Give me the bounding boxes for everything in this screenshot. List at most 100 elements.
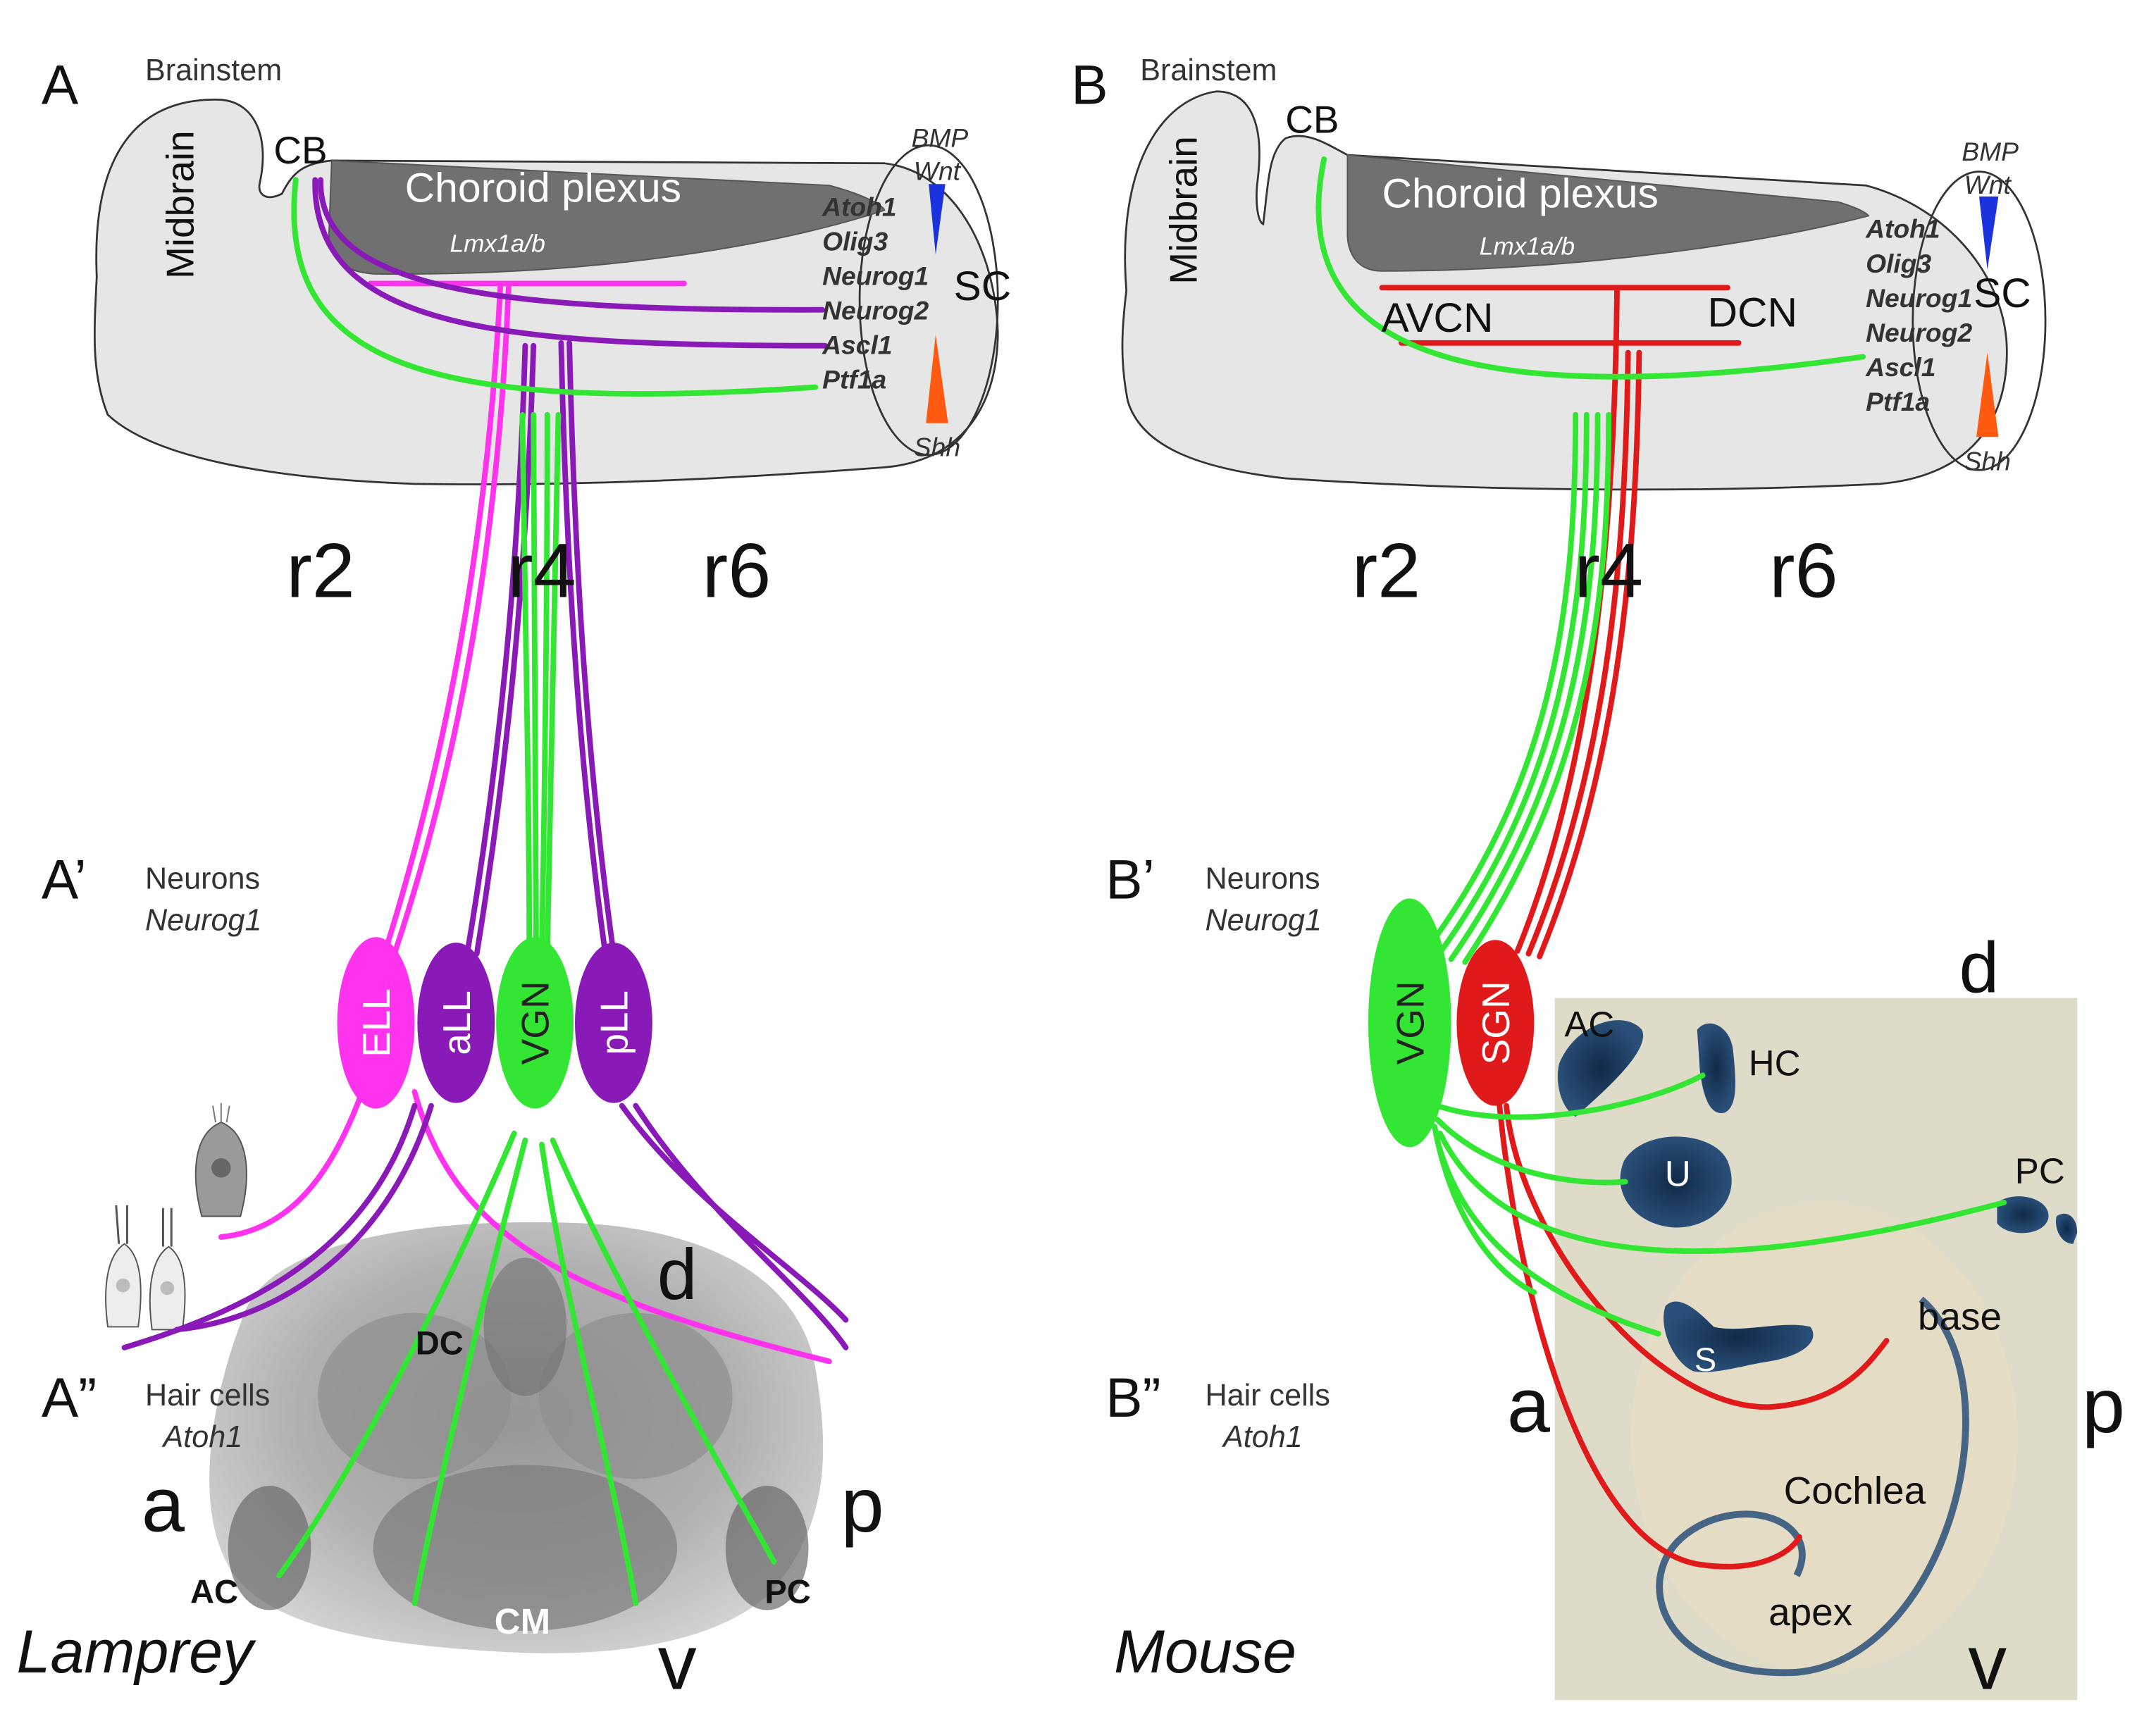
bmp-label-a: BMP xyxy=(911,123,968,152)
dcn-label: DCN xyxy=(1708,290,1797,335)
stain-pc2 xyxy=(2056,1213,2078,1244)
gene-olig3-a: Olig3 xyxy=(822,226,888,256)
midbrain-label-b: Midbrain xyxy=(1162,136,1206,285)
a-label-b: a xyxy=(1507,1363,1551,1449)
dc-label-a: DC xyxy=(416,1324,464,1362)
base-label-b: base xyxy=(1918,1294,2002,1338)
stain-hc xyxy=(1697,1023,1735,1114)
neurons-label-a: Neurons xyxy=(145,862,260,896)
ganglion-vgn-a xyxy=(496,937,574,1109)
ganglion-pll xyxy=(575,943,652,1103)
label-vgn-b: VGN xyxy=(1388,981,1432,1064)
ac-label-b: AC xyxy=(1564,1005,1614,1045)
a-label-a: a xyxy=(142,1463,185,1548)
hair-cells-bottom-a xyxy=(105,1205,186,1331)
lmx-label-a: Lmx1a/b xyxy=(450,230,545,257)
midbrain-label-a: Midbrain xyxy=(159,130,202,279)
panel-letter-bprime: B’ xyxy=(1105,848,1155,910)
brainstem-shape-b xyxy=(1121,90,2008,491)
ganglion-ell xyxy=(337,937,415,1109)
v-label-a: v xyxy=(658,1620,697,1706)
label-all: aLL xyxy=(435,990,478,1055)
r6-label-b: r6 xyxy=(1769,528,1838,614)
p-label-b: p xyxy=(2082,1363,2125,1449)
r4-label-b: r4 xyxy=(1574,528,1643,614)
gene-ptf1a-a: Ptf1a xyxy=(822,365,886,395)
gene-neurog1-a: Neurog1 xyxy=(822,261,929,290)
gene-ptf1a-b: Ptf1a xyxy=(1866,387,1930,416)
r2-label-a: r2 xyxy=(286,528,355,614)
bmp-gradient-a xyxy=(929,184,946,255)
hc-label-b: HC xyxy=(1749,1043,1801,1083)
r4-label-a: r4 xyxy=(507,528,576,614)
apex-label-b: apex xyxy=(1768,1590,1852,1634)
sc-oval-b xyxy=(1912,170,2047,471)
panel-letter-aprime: A’ xyxy=(42,848,87,910)
cm-label-a: CM xyxy=(495,1601,550,1641)
wnt-label-a: Wnt xyxy=(914,156,962,185)
d-label-a: d xyxy=(657,1234,698,1315)
neurog1-label-b: Neurog1 xyxy=(1205,903,1322,937)
label-sgn: SGN xyxy=(1474,981,1518,1064)
pc-label-a: PC xyxy=(764,1573,810,1610)
ganglion-all xyxy=(417,943,495,1103)
haircells-label-b: Hair cells xyxy=(1205,1379,1330,1412)
sc-label-a: SC xyxy=(953,263,1011,309)
gene-atoh1-a: Atoh1 xyxy=(822,192,897,221)
ganglion-sgn xyxy=(1456,940,1535,1106)
choroid-label-a: Choroid plexus xyxy=(405,166,681,211)
shh-label-b: Shh xyxy=(1964,446,2011,476)
avcn-label: AVCN xyxy=(1381,295,1493,341)
sc-label-b: SC xyxy=(1974,271,2031,316)
stain-u xyxy=(1620,1136,1732,1228)
r6-label-a: r6 xyxy=(702,528,772,614)
gene-olig3-b: Olig3 xyxy=(1866,249,1931,278)
u-label-b: U xyxy=(1665,1153,1691,1193)
magenta-nerves-a xyxy=(218,280,832,1365)
panel-letter-b: B xyxy=(1071,54,1108,116)
cb-label-b: CB xyxy=(1285,98,1339,142)
cb-label-a: CB xyxy=(273,128,327,172)
species-label-a: Lamprey xyxy=(17,1618,257,1686)
label-ell: ELL xyxy=(354,988,398,1057)
brainstem-label-a: Brainstem xyxy=(145,54,282,87)
v-label-b: v xyxy=(1968,1620,2007,1706)
panel-letter-adprime: A” xyxy=(42,1367,97,1429)
gene-neurog1-b: Neurog1 xyxy=(1866,283,1972,313)
wnt-label-b: Wnt xyxy=(1964,170,2012,199)
panel-letter-bdprime: B” xyxy=(1105,1367,1160,1429)
stain-ac xyxy=(1557,1020,1644,1117)
stain-s xyxy=(1664,1301,1814,1372)
purple-nerves-a xyxy=(121,177,849,1350)
green-nerves-a xyxy=(276,177,819,1606)
label-pll: pLL xyxy=(593,990,636,1055)
cochlea-label-b: Cochlea xyxy=(1784,1469,1926,1513)
r2-label-b: r2 xyxy=(1352,528,1421,614)
panel-letter-a: A xyxy=(42,54,79,116)
neurog1-label-a: Neurog1 xyxy=(145,903,262,937)
shh-gradient-a xyxy=(926,335,948,423)
choroid-label-b: Choroid plexus xyxy=(1382,171,1658,217)
gene-ascl1-b: Ascl1 xyxy=(1865,352,1935,382)
gene-neurog2-a: Neurog2 xyxy=(822,295,929,325)
ac-label-a: AC xyxy=(190,1573,238,1610)
neurons-label-b: Neurons xyxy=(1205,862,1320,896)
stain-pc xyxy=(1997,1196,2049,1234)
choroid-plexus-b xyxy=(1346,154,1870,272)
atoh1-label-a: Atoh1 xyxy=(161,1420,242,1454)
bmp-gradient-b xyxy=(1978,196,1999,270)
hair-cell-top-a xyxy=(194,1103,247,1217)
shh-label-a: Shh xyxy=(914,433,960,462)
bmp-label-b: BMP xyxy=(1962,137,2019,166)
pc-label-b: PC xyxy=(2015,1150,2065,1191)
label-vgn-a: VGN xyxy=(514,981,557,1064)
p-label-a: p xyxy=(841,1463,884,1548)
gene-atoh1-b: Atoh1 xyxy=(1865,214,1940,244)
ganglion-vgn-b xyxy=(1368,898,1451,1148)
gene-ascl1-a: Ascl1 xyxy=(822,330,892,360)
atoh1-label-b: Atoh1 xyxy=(1221,1420,1303,1454)
panel-a: ELL aLL VGN pLL A Brainstem Midbrain CB … xyxy=(17,54,1012,1706)
green-nerves-b xyxy=(1315,156,2007,1337)
species-label-b: Mouse xyxy=(1114,1618,1296,1686)
